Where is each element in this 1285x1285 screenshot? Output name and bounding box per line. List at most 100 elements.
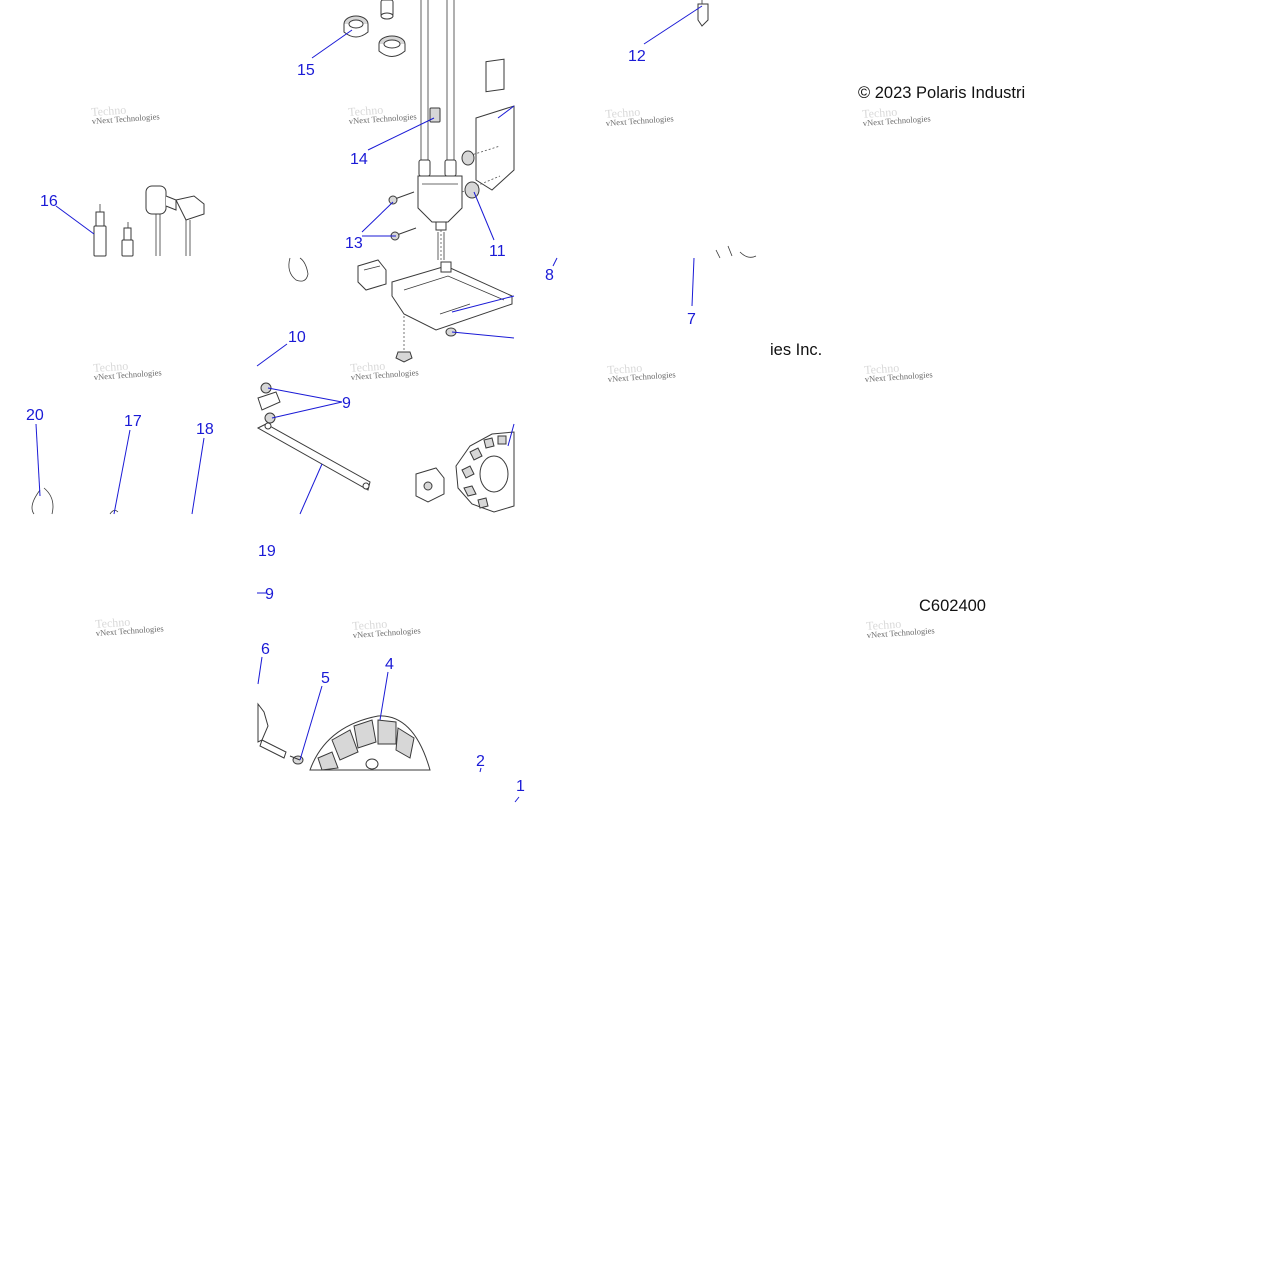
diagram-code: C602400 [919,597,986,615]
callout-15: 15 [297,62,315,79]
nut-part [395,351,413,363]
wire-loop-part [31,487,54,515]
spark-plug-part [93,204,134,257]
svg-text:Techno: Techno [864,361,900,377]
wire-clip-part [429,107,441,123]
watermark: Techno vNext Technologies [862,105,931,128]
leader-line [514,796,520,803]
watermark: Techno vNext Technologies [605,105,674,128]
copyright-text-fragment: ies Inc. [770,341,822,359]
bolt-part [388,191,417,241]
grommet-part [461,150,475,166]
callout-6: 6 [261,641,270,658]
leader-line [497,105,515,119]
callout-labels: 1 2 4 5 6 7 8 9 9 10 11 12 13 14 15 16 1… [26,48,696,795]
callout-9: 9 [342,395,351,412]
stator-part [455,431,515,513]
grommet-part [464,181,480,199]
callout-1: 1 [516,778,525,795]
leader-line [367,117,435,151]
leader-line [643,5,703,45]
callout-5: 5 [321,670,330,687]
watermark: Techno vNext Technologies [607,361,676,384]
svg-text:vNext Technologies: vNext Technologies [864,369,932,384]
svg-text:Techno: Techno [348,103,384,119]
watermark: Techno vNext Technologies [352,617,421,640]
leader-line [451,295,515,339]
sensor-part [697,3,709,27]
svg-text:vNext Technologies: vNext Technologies [607,369,675,384]
tile-fragment-7 [715,245,757,259]
callout-10: 10 [288,329,306,346]
callout-18: 18 [196,421,214,438]
callout-9: 9 [265,586,274,603]
watermark: Techno vNext Technologies [91,103,160,126]
tile-ignition-coil [288,0,515,363]
svg-text:vNext Technologies: vNext Technologies [605,113,673,128]
svg-text:Techno: Techno [91,103,127,119]
leader-line [267,387,343,419]
callout-11: 11 [489,243,506,260]
svg-text:vNext Technologies: vNext Technologies [350,367,418,382]
copyright-text: © 2023 Polaris Industri [858,84,1025,102]
voltage-regulator-part [391,261,513,331]
callout-8: 8 [545,267,554,284]
leader-line [479,767,482,773]
leader-line [507,423,515,447]
strap-part [256,391,371,491]
leader-line [361,201,396,237]
ignition-coil-part [417,175,463,231]
tile-flywheel [257,702,431,771]
svg-text:Techno: Techno [95,615,131,631]
coil-bracket-part [461,58,515,193]
callout-16: 16 [40,193,58,210]
connector-part [357,259,387,291]
tile-stator [256,382,515,513]
spark-plug-cap-part [145,185,205,256]
callout-20: 20 [26,407,44,424]
ht-lead-wires [418,0,457,177]
bracket-part [257,702,269,743]
watermark: Techno vNext Technologies [93,359,162,382]
svg-text:Techno: Techno [350,359,386,375]
svg-text:Techno: Techno [607,361,643,377]
svg-text:vNext Technologies: vNext Technologies [862,113,930,128]
tile-left-middle [31,487,119,515]
bushing-part [343,0,406,57]
callout-13: 13 [345,235,363,252]
leader-lines [35,5,703,803]
svg-text:vNext Technologies: vNext Technologies [866,625,934,640]
leader-line [299,463,323,515]
watermark-layer: Techno vNext Technologies Techno vNext T… [91,103,935,640]
svg-text:vNext Technologies: vNext Technologies [352,625,420,640]
svg-text:Techno: Techno [605,105,641,121]
callout-17: 17 [124,413,142,430]
watermark: Techno vNext Technologies [350,359,419,382]
svg-text:vNext Technologies: vNext Technologies [93,367,161,382]
leader-line [311,29,353,59]
leader-line [191,437,205,515]
callout-14: 14 [350,151,368,168]
svg-text:vNext Technologies: vNext Technologies [91,111,159,126]
leader-line [35,423,41,497]
leader-line [552,257,558,267]
leader-line [379,671,389,721]
belt-part [288,257,309,282]
callout-4: 4 [385,656,394,673]
callout-12: 12 [628,48,646,65]
svg-text:Techno: Techno [862,105,898,121]
tile-sensor [697,0,709,27]
washer-part [260,382,276,424]
watermark: Techno vNext Technologies [864,361,933,384]
leader-line [55,205,95,235]
tile-spark-plugs [93,185,205,257]
leader-line [691,257,695,307]
svg-text:vNext Technologies: vNext Technologies [95,623,163,638]
callout-7: 7 [687,311,696,328]
leader-line [256,343,288,367]
leader-line [113,429,131,515]
watermark: Techno vNext Technologies [866,617,935,640]
svg-text:Techno: Techno [866,617,902,633]
callout-2: 2 [476,753,485,770]
